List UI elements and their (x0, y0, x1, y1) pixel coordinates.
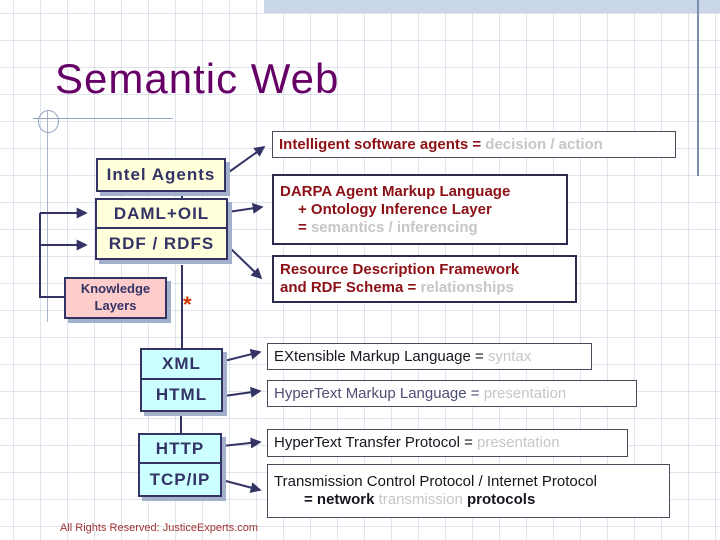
explain-box-darpa: DARPA Agent Markup Language + Ontology I… (272, 174, 568, 245)
layer-box-tcpip: TCP/IP (138, 462, 222, 497)
rdf-line2-gray: relationships (420, 279, 514, 296)
title-underline (33, 118, 173, 119)
tcp-line2-gray: transmission (378, 491, 467, 508)
darpa-line3-prefix: = (298, 218, 311, 236)
page-title: Semantic Web (55, 55, 340, 102)
circle-ornament (38, 110, 59, 133)
html-text: HyperText Markup Language = (274, 384, 484, 402)
explain-box-tcp: Transmission Control Protocol / Internet… (267, 464, 670, 518)
darpa-line1: DARPA Agent Markup Language (280, 182, 511, 200)
tcp-line2-network: = network (304, 491, 379, 508)
layer-stack-daml-rdf: DAML+OIL RDF / RDFS (95, 198, 228, 260)
layer-box-xml: XML (140, 348, 223, 380)
asterisk-marker: * (183, 292, 192, 317)
rdf-line1: Resource Description Framework (280, 261, 520, 278)
tcp-line1: Transmission Control Protocol / Internet… (274, 473, 597, 490)
explain-box-xml: EXtensible Markup Language = syntax (267, 343, 592, 370)
knowledge-layers-line2: Layers (94, 298, 137, 313)
left-vertical-rule (47, 111, 48, 322)
http-text: HyperText Transfer Protocol = (274, 434, 477, 451)
tcp-line2-protocols: protocols (466, 491, 536, 508)
html-gray-text: presentation (483, 384, 567, 402)
layer-box-http: HTTP (138, 433, 222, 464)
knowledge-layers-line1: Knowledge (80, 281, 151, 297)
layer-box-rdf-rdfs: RDF / RDFS (95, 227, 228, 260)
layer-box-knowledge-layers: Knowledge Layers (64, 277, 167, 319)
footer-copyright: All Rights Reserved: JusticeExperts.com (60, 522, 259, 534)
darpa-line2: + Ontology Inference Layer (298, 200, 492, 218)
layer-stack-xml-html: XML HTML (140, 348, 223, 412)
xml-gray-text: syntax (487, 347, 532, 365)
explain-box-html: HyperText Markup Language = presentation (267, 380, 637, 407)
http-gray-text: presentation (477, 434, 560, 451)
xml-text: EXtensible Markup Language = (274, 347, 488, 365)
layer-box-html: HTML (140, 378, 223, 412)
right-vertical-rule (697, 0, 699, 176)
layer-stack-http-tcpip: HTTP TCP/IP (138, 433, 222, 497)
explain-box-agents: Intelligent software agents = decision /… (272, 131, 676, 158)
agents-text: Intelligent software agents = (279, 135, 486, 153)
explain-box-http: HyperText Transfer Protocol = presentati… (267, 429, 628, 457)
explain-box-rdf: Resource Description Framework and RDF S… (272, 255, 577, 303)
agents-gray-text: decision / action (485, 135, 603, 153)
layer-box-intel-agents: Intel Agents (96, 158, 226, 192)
rdf-line2-prefix: and RDF Schema = (280, 279, 421, 296)
layer-box-daml-oil: DAML+OIL (95, 198, 228, 229)
darpa-line3-gray: semantics / inferencing (310, 218, 478, 236)
top-band-decoration (264, 0, 720, 13)
